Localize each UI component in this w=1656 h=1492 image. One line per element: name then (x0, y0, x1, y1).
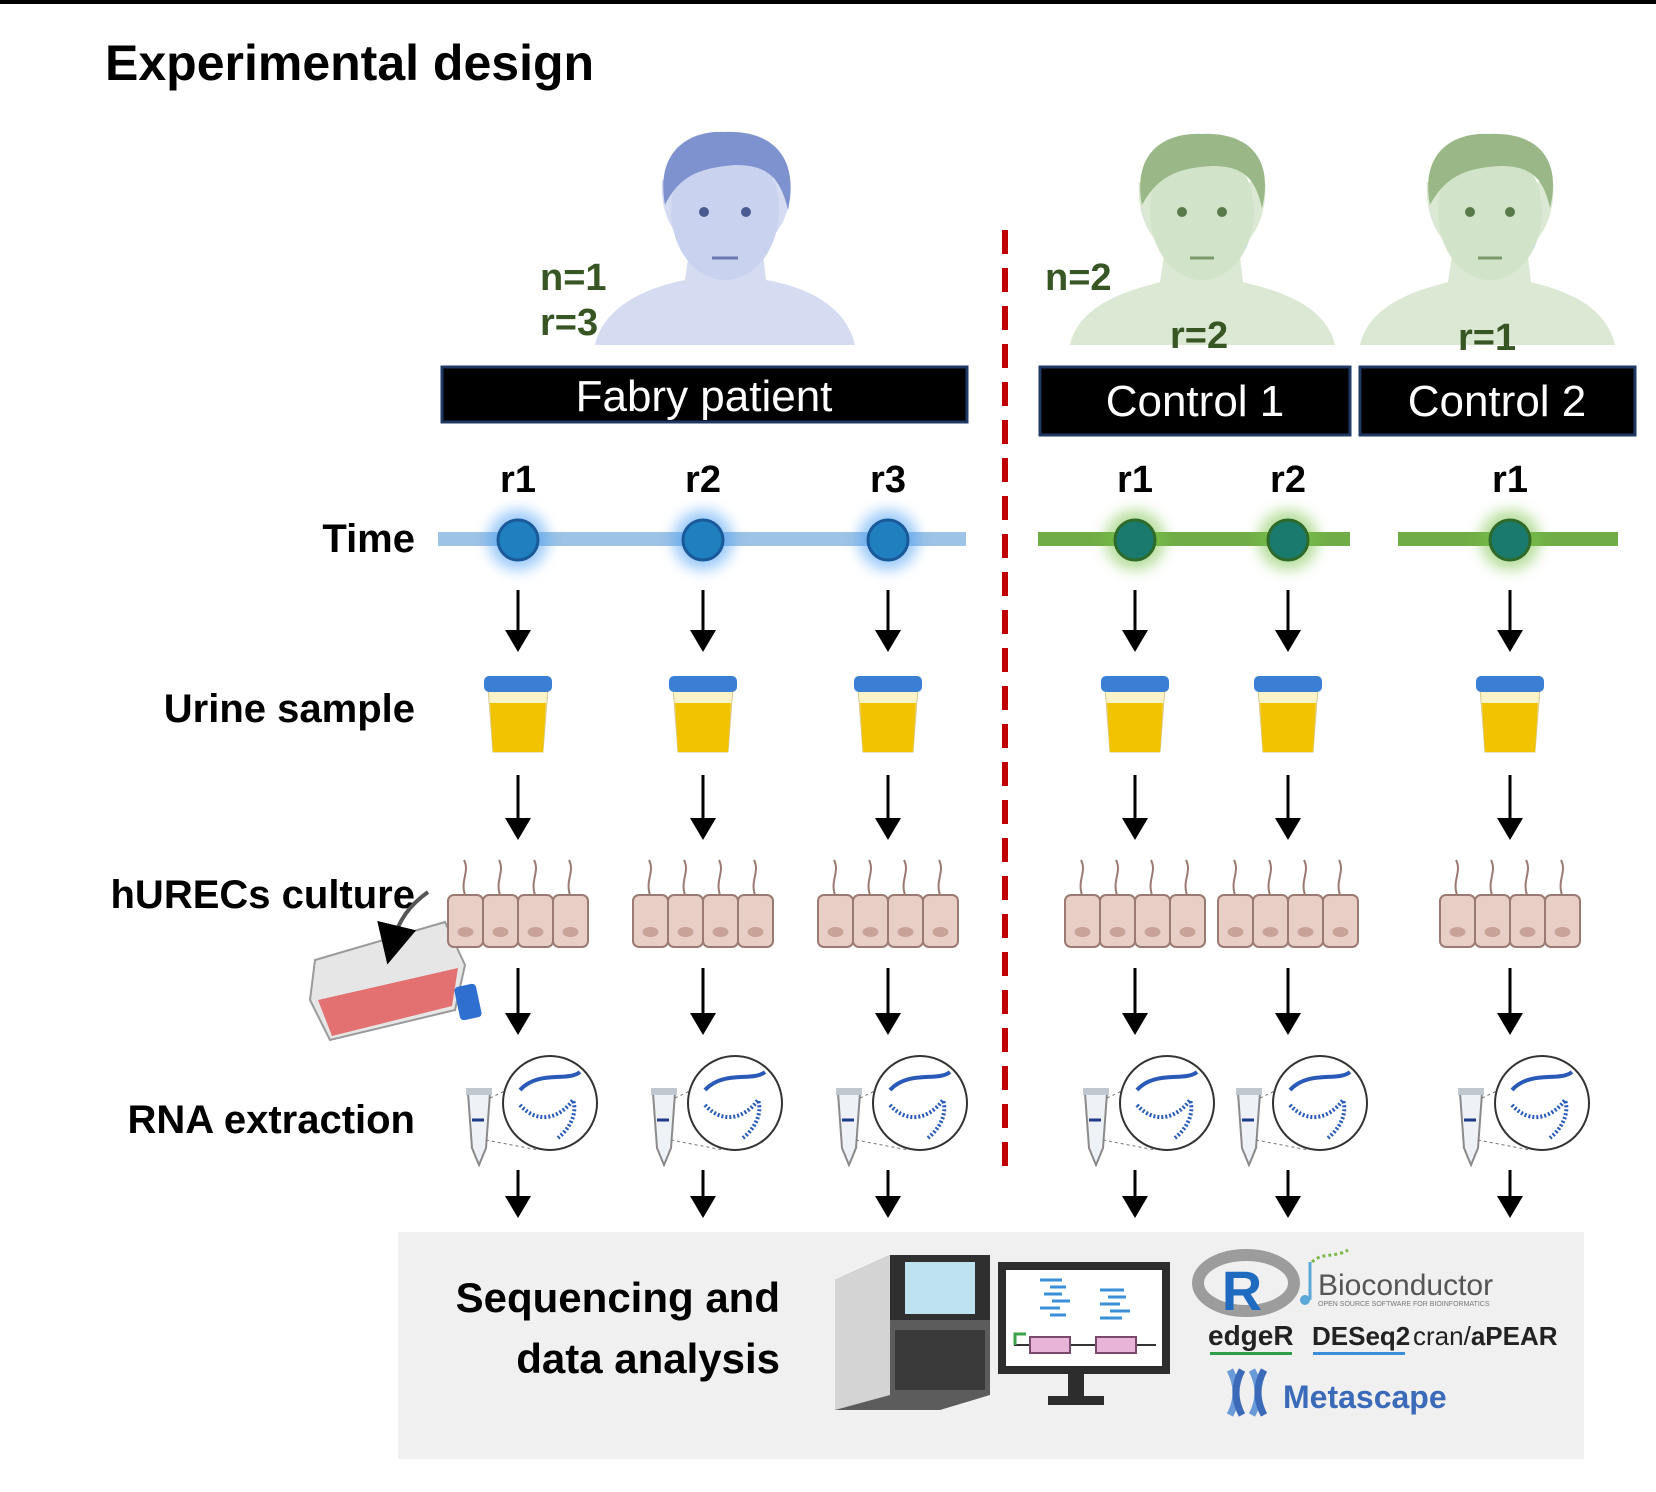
control-1-header-box (1038, 365, 1352, 437)
row-label-urine-sample: Urine sample (164, 687, 415, 731)
fabry-patient-header-box (440, 365, 969, 424)
control-1-r1-time-point (1105, 510, 1165, 570)
figure-title: Experimental design (105, 35, 594, 91)
patient-r2-urothelial-cells-icon (632, 859, 774, 948)
control-2-r1-arrow-4 (1497, 1170, 1523, 1218)
sequencing-panel (398, 1232, 1584, 1459)
patient-r1-urine-cup-icon (484, 676, 552, 753)
patient-r3-arrow-3 (875, 968, 901, 1035)
r-logo-icon (1192, 1249, 1300, 1317)
edger-underline (1210, 1352, 1292, 1355)
patient-r3-time-point (858, 510, 918, 570)
control-1-r2-urine-cup-icon (1254, 676, 1322, 753)
control-2-r1-arrow-1 (1497, 590, 1523, 652)
patient-r3-arrow-1 (875, 590, 901, 652)
top-rule (0, 0, 1656, 4)
row-label-hurecs-culture: hURECs culture (111, 873, 416, 917)
control-1-r-label: r=2 (1170, 315, 1228, 357)
control-1-r1-arrow-1 (1122, 590, 1148, 652)
bioconductor-logo-icon (1300, 1248, 1349, 1305)
control-1-header-label: Control 1 (1106, 377, 1285, 426)
control-2-r1-replicate-label: r1 (1492, 459, 1528, 501)
control-n-label: n=2 (1045, 257, 1112, 299)
fabry-patient-header-label: Fabry patient (576, 372, 833, 421)
patient-r3-arrow-4 (875, 1170, 901, 1218)
control-1-r2-time-point (1258, 510, 1318, 570)
patient-r-label: r=3 (540, 302, 598, 344)
control-2-header-label: Control 2 (1408, 377, 1587, 426)
patient-r1-rna-extraction-icon (466, 1055, 598, 1168)
patient-n-label: n=1 (540, 257, 607, 299)
control-2-r1-rna-extraction-icon (1458, 1055, 1590, 1168)
row-label-time: Time (322, 517, 415, 561)
patient-r3-urothelial-cells-icon (817, 859, 959, 948)
fabry-patient-person-icon (595, 131, 855, 345)
deseq2-underline (1313, 1352, 1405, 1355)
patient-r2-rna-extraction-icon (651, 1055, 783, 1168)
control-1-r2-replicate-label: r2 (1270, 459, 1306, 501)
patient-r1-arrow-1 (505, 590, 531, 652)
edger-label: edgeR (1208, 1320, 1294, 1351)
patient-r2-urine-cup-icon (669, 676, 737, 753)
sequencer-machine-icon (835, 1255, 990, 1410)
control-1-r2-arrow-2 (1275, 775, 1301, 840)
control-1-r1-arrow-2 (1122, 775, 1148, 840)
control-1-r2-arrow-4 (1275, 1170, 1301, 1218)
deseq2-label: DESeq2 (1312, 1321, 1410, 1351)
control-1-person-icon (1070, 133, 1335, 345)
patient-r3-replicate-label: r3 (870, 459, 906, 501)
control-2-r1-arrow-3 (1497, 968, 1523, 1035)
control-1-r2-rna-extraction-icon (1236, 1055, 1368, 1168)
patient-r2-arrow-4 (690, 1170, 716, 1218)
patient-r2-arrow-1 (690, 590, 716, 652)
control-1-r1-replicate-label: r1 (1117, 459, 1153, 501)
patient-r3-urine-cup-icon (854, 676, 922, 753)
sequencing-line-2: data analysis (516, 1335, 780, 1382)
patient-r2-arrow-3 (690, 968, 716, 1035)
sequencing-line-1: Sequencing and (456, 1274, 780, 1321)
patient-r2-time-point (673, 510, 733, 570)
patient-r1-arrow-2 (505, 775, 531, 840)
control-2-r1-urothelial-cells-icon (1439, 859, 1581, 948)
patient-r2-arrow-2 (690, 775, 716, 840)
patient-r1-arrow-4 (505, 1170, 531, 1218)
control-2-r1-time-point (1480, 510, 1540, 570)
control-1-r1-rna-extraction-icon (1083, 1055, 1215, 1168)
apear-label: cran/aPEAR (1413, 1321, 1558, 1351)
bioconductor-tagline: OPEN SOURCE SOFTWARE FOR BIOINFORMATICS (1318, 1301, 1490, 1308)
control-2-person-icon (1360, 133, 1615, 345)
control-1-r1-arrow-4 (1122, 1170, 1148, 1218)
row-label-rna-extraction: RNA extraction (128, 1098, 415, 1142)
metascape-logo-icon (1226, 1368, 1268, 1417)
patient-r1-replicate-label: r1 (500, 459, 536, 501)
patient-r1-urothelial-cells-icon (447, 859, 589, 948)
patient-r3-arrow-2 (875, 775, 901, 840)
culture-flask-icon (308, 890, 482, 1042)
control-2-r1-urine-cup-icon (1476, 676, 1544, 753)
metascape-label: Metascape (1283, 1379, 1447, 1415)
patient-r2-replicate-label: r2 (685, 459, 721, 501)
replicate-columns: r1 r2 r3 r1 r2 r1 (447, 459, 1590, 1218)
control-1-r2-arrow-3 (1275, 968, 1301, 1035)
patient-r1-arrow-3 (505, 968, 531, 1035)
patient-r3-rna-extraction-icon (836, 1055, 968, 1168)
bioconductor-label: Bioconductor (1318, 1269, 1493, 1302)
analysis-monitor-icon (998, 1262, 1170, 1405)
control-1-r1-urine-cup-icon (1101, 676, 1169, 753)
control-1-r1-urothelial-cells-icon (1064, 859, 1206, 948)
r-logo-letter: R (1222, 1259, 1262, 1322)
control-1-r2-urothelial-cells-icon (1217, 859, 1359, 948)
control-2-header-box (1358, 365, 1637, 437)
patient-r1-time-point (488, 510, 548, 570)
control-2-r-label: r=1 (1458, 317, 1516, 359)
control-1-r1-arrow-3 (1122, 968, 1148, 1035)
control-2-r1-arrow-2 (1497, 775, 1523, 840)
control-1-r2-arrow-1 (1275, 590, 1301, 652)
